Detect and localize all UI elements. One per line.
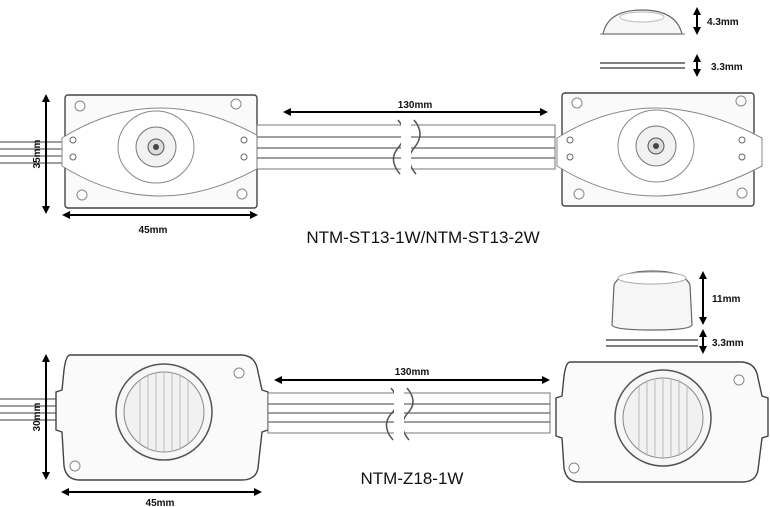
lens-height-label-top: 4.3mm — [707, 17, 739, 28]
module-st13-drawing — [0, 9, 763, 209]
cable-span-top — [256, 119, 556, 176]
lens-profile-bottom — [606, 270, 698, 347]
lead-wires-left-top — [0, 141, 62, 164]
housing-left-bottom — [55, 354, 269, 481]
height-label-bottom: 30mm — [32, 402, 43, 431]
width-label-bottom: 45mm — [146, 498, 175, 507]
width-label-top: 45mm — [139, 225, 168, 236]
base-height-label-bottom: 3.3mm — [712, 338, 744, 349]
housing-right-bottom — [555, 361, 769, 483]
lens-profile-top — [600, 9, 685, 69]
cable-span-bottom — [267, 387, 551, 442]
model-label-bottom: NTM-Z18-1W — [361, 469, 464, 488]
module-z18-drawing — [0, 270, 769, 483]
base-height-label-top: 3.3mm — [711, 62, 743, 73]
lead-wires-left-bottom — [0, 398, 62, 421]
model-label-top: NTM-ST13-1W/NTM-ST13-2W — [306, 228, 539, 247]
height-label-top: 35mm — [32, 139, 43, 168]
housing-left-top — [61, 94, 263, 209]
lens-height-label-bottom: 11mm — [712, 294, 740, 305]
cable-length-label-top: 130mm — [398, 100, 433, 111]
cable-length-label-bottom: 130mm — [395, 367, 430, 378]
housing-right-top — [556, 92, 763, 207]
